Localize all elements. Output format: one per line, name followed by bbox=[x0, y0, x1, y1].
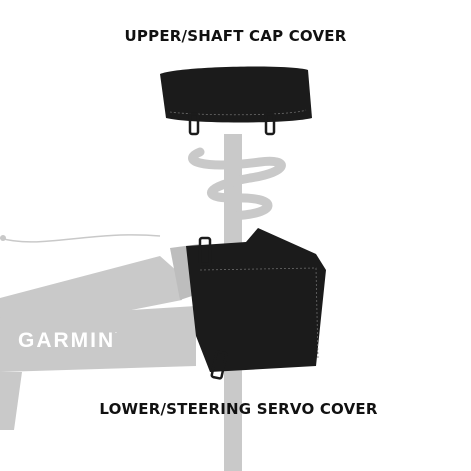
cable-end bbox=[0, 235, 6, 241]
bottom-leg bbox=[0, 372, 22, 430]
brand-mark: . bbox=[115, 329, 117, 335]
upper-shaft-cap-cover bbox=[160, 66, 312, 136]
upper-cover-strap-left bbox=[188, 112, 200, 136]
lower-steering-servo-cover bbox=[186, 228, 326, 380]
lower-arm bbox=[0, 306, 196, 372]
lower-cover-strap-top bbox=[198, 236, 212, 266]
cable bbox=[0, 234, 161, 243]
brand-name: GARMIN bbox=[18, 329, 116, 352]
upper-cover-label: UPPER/SHAFT CAP COVER bbox=[124, 27, 347, 45]
upper-cover-strap-right bbox=[264, 112, 276, 136]
brand-logo: GARMIN. bbox=[18, 329, 117, 353]
lower-cover-label: LOWER/STEERING SERVO COVER bbox=[99, 400, 378, 418]
spring-coil bbox=[188, 147, 286, 221]
lower-cover-strap-bottom bbox=[210, 350, 228, 380]
